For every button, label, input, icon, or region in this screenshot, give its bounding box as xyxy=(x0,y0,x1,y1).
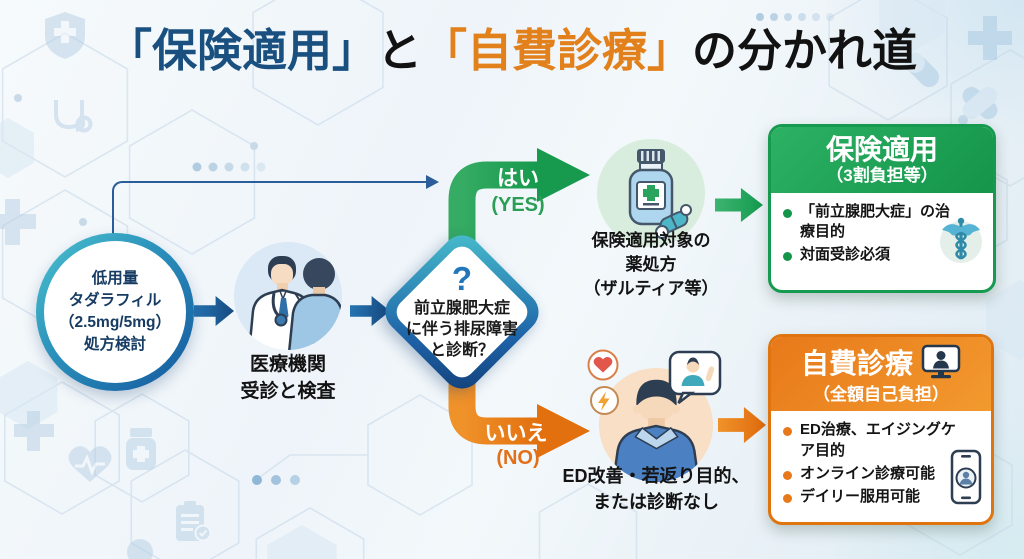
list-item: オンライン診療可能 xyxy=(781,464,983,484)
bullet-dot xyxy=(783,252,792,262)
ed-step-label: ED改善・若返り目的、 または診断なし xyxy=(562,466,750,513)
title-insurance-segment: 「保険適用」 xyxy=(106,25,377,76)
doctor-patient-icon xyxy=(234,242,342,350)
dot-row-deco xyxy=(252,475,300,485)
shield-cross-deco-icon xyxy=(45,12,85,59)
bullet-dot xyxy=(783,427,792,437)
video-call-monitor-icon xyxy=(921,344,961,385)
rx-step-label: 保険適用対象の 薬処方 （ザルティア等） xyxy=(583,231,719,298)
plus-deco-icon xyxy=(968,16,1012,60)
bottle-deco-icon xyxy=(126,428,156,470)
insurance-box-body: 「前立腺肥大症」の治療目的 対面受診必須 xyxy=(771,193,993,275)
stethoscope-deco-icon xyxy=(54,100,93,133)
connector-line xyxy=(112,181,429,237)
caduceus-icon xyxy=(935,213,987,270)
selfpay-box-body: ED治療、エイジングケア目的 オンライン診療可能 デイリー服用可能 xyxy=(771,411,991,516)
clipboard-deco-icon xyxy=(176,501,212,542)
start-node: 低用量 タダラフィル （2.5mg/5mg） 処方検討 xyxy=(36,233,194,391)
question-mark: ? xyxy=(451,260,473,298)
plus-deco-icon xyxy=(0,199,36,245)
plus-deco-icon xyxy=(14,411,54,451)
person-deco-icon xyxy=(127,539,153,559)
smartphone-icon xyxy=(949,449,983,510)
insurance-box-header: 保険適用 （3割負担等） xyxy=(771,127,993,193)
selfpay-box-title: 自費診療 xyxy=(800,348,913,380)
bullet-dot xyxy=(783,494,792,504)
insurance-result-box: 保険適用 （3割負担等） 「前立腺肥大症」の治療目的 対面受診必須 xyxy=(768,124,996,293)
list-item: 「前立腺肥大症」の治療目的 xyxy=(781,202,985,243)
exam-step-label: 医療機関 受診と検査 xyxy=(240,354,336,402)
selfpay-box-header: 自費診療 （全額自己負担） xyxy=(771,337,991,412)
list-item: ED治療、エイジングケア目的 xyxy=(781,420,983,461)
crossed-capsules-deco-icon xyxy=(958,86,998,125)
decision-question: ? 前立腺肥大症 に伴う排尿障害 と診断？ xyxy=(405,260,518,359)
lightning-icon xyxy=(590,386,619,415)
medicine-bottle-icon xyxy=(597,139,705,247)
list-item: 対面受診必須 xyxy=(781,245,985,265)
no-label: いいえ xyxy=(484,422,548,445)
video-call-bubble-icon xyxy=(668,350,722,404)
no-branch-arrow xyxy=(448,362,590,458)
yes-branch-arrow xyxy=(448,148,590,262)
selfpay-result-box: 自費診療 （全額自己負担） ED治療、エイジングケア目的 xyxy=(768,334,994,525)
bullet-dot xyxy=(783,208,792,218)
selfpay-box-subtitle: （全額自己負担） xyxy=(813,385,949,404)
connector-arrowhead xyxy=(426,175,439,189)
heart-pulse-deco-icon xyxy=(68,446,112,482)
list-item: デイリー服用可能 xyxy=(781,487,983,507)
bullet-dot xyxy=(783,470,792,480)
page-title: 「保険適用」と「自費診療」の分かれ道 xyxy=(106,25,918,76)
dot-row-deco xyxy=(756,13,834,21)
start-node-label: 低用量 タダラフィル （2.5mg/5mg） 処方検討 xyxy=(44,241,186,383)
capsule-deco-icon xyxy=(904,52,940,88)
heart-icon xyxy=(587,349,619,381)
insurance-box-subtitle: （3割負担等） xyxy=(826,166,938,186)
title-selfpay-segment: 「自費診療」 xyxy=(422,25,693,76)
yes-label: はい xyxy=(497,167,539,190)
no-sublabel: (NO) xyxy=(496,447,540,469)
insurance-box-title: 保険適用 xyxy=(825,134,938,165)
dot-row-deco xyxy=(192,162,266,172)
yes-sublabel: (YES) xyxy=(491,194,545,216)
